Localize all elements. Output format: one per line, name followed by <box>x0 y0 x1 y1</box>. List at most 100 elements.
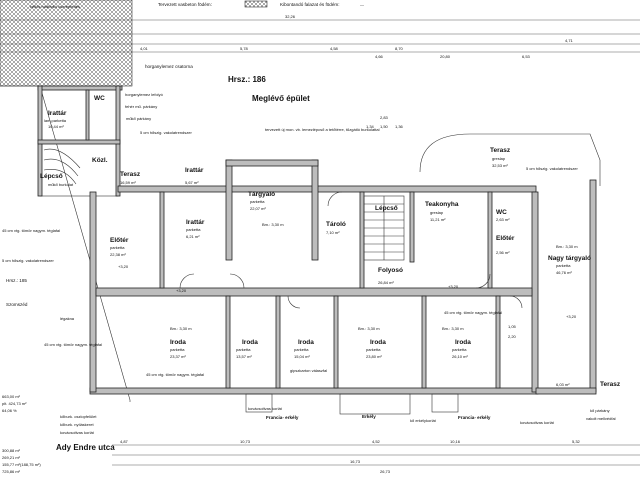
svg-text:tervezett új mon. vb. lemezlép: tervezett új mon. vb. lemezlépcső a tető… <box>265 127 380 132</box>
svg-text:Nagy tárgyaló: Nagy tárgyaló <box>548 255 591 262</box>
svg-text:6,21 m²: 6,21 m² <box>186 234 200 239</box>
site-boundary <box>0 85 131 402</box>
svg-text:Folyosó: Folyosó <box>378 267 403 274</box>
hrsz-186: Hrsz.: 186 <box>228 75 266 84</box>
svg-text:kőburk. oszlopfelület: kőburk. oszlopfelület <box>60 414 97 419</box>
svg-text:2,56 m²: 2,56 m² <box>496 250 510 255</box>
svg-text:plt. 424,73 m²: plt. 424,73 m² <box>2 401 27 406</box>
svg-text:22,38 m²: 22,38 m² <box>110 252 126 257</box>
svg-text:725,86 m²: 725,86 m² <box>2 469 21 474</box>
svg-text:Terasz: Terasz <box>490 147 511 154</box>
east-wall <box>531 191 539 393</box>
svg-text:Bm.: 3,30 m: Bm.: 3,30 m <box>358 326 380 331</box>
svg-text:Francia- erkély: Francia- erkély <box>266 415 299 420</box>
svg-text:Terasz: Terasz <box>600 381 621 388</box>
legend-blank: — <box>360 2 364 7</box>
svg-text:1,34: 1,34 <box>366 124 375 129</box>
legend-planned-floor: Tervezett vasbeton födém: <box>158 2 212 7</box>
dim-a: 4,01 <box>140 46 149 51</box>
svg-text:23,80 m²: 23,80 m² <box>366 354 382 359</box>
svg-text:légakna: légakna <box>60 316 75 321</box>
bottom-dimensions: 4,87 10,73 4,52 10,16 5,32 16,73 26,73 <box>112 439 640 474</box>
svg-text:Tároló: Tároló <box>326 221 346 228</box>
svg-text:WC: WC <box>94 95 105 102</box>
corridor-wall <box>95 287 533 297</box>
area-summary: 663,00 m² plt. 424,73 m² 64,06 % 300,88 … <box>2 394 41 474</box>
building-label: Meglévő épület <box>252 94 310 103</box>
door-swings <box>179 191 523 309</box>
svg-text:1,50: 1,50 <box>380 124 389 129</box>
svg-text:kovácsoltvas korlát: kovácsoltvas korlát <box>520 420 555 425</box>
dim-h: 6,53 <box>522 54 531 59</box>
top-dimensions: 32,26 4,01 5,78 4,58 8,70 4,71 4,66 20,8… <box>0 14 640 59</box>
svg-text:45 cm vtg. tömör nagym. téglaf: 45 cm vtg. tömör nagym. téglafal <box>146 372 204 377</box>
svg-text:26,73: 26,73 <box>380 469 391 474</box>
svg-text:5 cm hőszig. vakolatrendszer: 5 cm hőszig. vakolatrendszer <box>2 258 54 263</box>
svg-text:2,20: 2,20 <box>508 334 517 339</box>
north-wall <box>117 185 537 193</box>
svg-text:2,63 m²: 2,63 m² <box>496 217 510 222</box>
svg-text:kő erkélykorlát: kő erkélykorlát <box>410 418 437 423</box>
svg-text:Irattár: Irattár <box>48 110 67 117</box>
svg-text:45 cm vtg. tömör nagym. téglaf: 45 cm vtg. tömör nagym. téglafal <box>2 228 60 233</box>
svg-text:horganylemez lefolyó: horganylemez lefolyó <box>125 92 164 97</box>
dim-c: 4,58 <box>330 46 339 51</box>
svg-text:Terasz: Terasz <box>120 171 141 178</box>
svg-text:7,10 m²: 7,10 m² <box>326 230 340 235</box>
svg-text:Teakonyha: Teakonyha <box>425 201 459 208</box>
svg-text:Iroda: Iroda <box>370 339 386 346</box>
svg-text:10,44 m²: 10,44 m² <box>48 124 64 129</box>
svg-text:kovácsoltvas korlát: kovácsoltvas korlát <box>248 406 283 411</box>
svg-text:45 cm vtg. tömör nagym. téglaf: 45 cm vtg. tömör nagym. téglafal <box>444 310 502 315</box>
dim-g: 20,80 <box>440 54 451 59</box>
svg-text:11,21 m²: 11,21 m² <box>430 217 446 222</box>
svg-text:155,77 m²(188,75 m²): 155,77 m²(188,75 m²) <box>2 462 41 467</box>
svg-text:gipszkarton válaszfal: gipszkarton válaszfal <box>290 368 327 373</box>
svg-text:kovácsoltvas korlát: kovácsoltvas korlát <box>60 430 95 435</box>
svg-text:15,04 m²: 15,04 m² <box>294 354 310 359</box>
svg-text:1,05: 1,05 <box>508 324 517 329</box>
svg-text:Bm.: 3,30 m: Bm.: 3,30 m <box>262 222 284 227</box>
svg-text:663,00 m²: 663,00 m² <box>2 394 21 399</box>
svg-text:WC: WC <box>496 209 507 216</box>
balconies: Francia- erkély Erkély Francia- erkély <box>245 393 491 420</box>
svg-text:fehér mű. párkány: fehér mű. párkány <box>125 104 157 109</box>
svg-text:16,73: 16,73 <box>350 459 361 464</box>
svg-text:+3,20: +3,20 <box>448 284 459 289</box>
svg-text:Lépcső: Lépcső <box>40 173 63 180</box>
levels: +3,20 +3,20 +3,20 +3,20 <box>118 264 577 319</box>
svg-text:Tárgyaló: Tárgyaló <box>248 191 275 198</box>
svg-text:Előtér: Előtér <box>110 237 129 244</box>
svg-text:1,36: 1,36 <box>395 124 404 129</box>
svg-text:45 cm vtg. tömör nagym. téglaf: 45 cm vtg. tömör nagym. téglafal <box>44 342 102 347</box>
svg-text:10,16: 10,16 <box>450 439 461 444</box>
svg-text:parketta: parketta <box>236 347 251 352</box>
svg-text:32,53 m²: 32,53 m² <box>492 163 508 168</box>
svg-text:parketta: parketta <box>186 227 201 232</box>
dim-total: 32,26 <box>285 14 296 19</box>
svg-text:parketta: parketta <box>366 347 381 352</box>
svg-text:vakolt mellvédfal: vakolt mellvédfal <box>586 416 616 421</box>
svg-text:10,73: 10,73 <box>240 439 251 444</box>
svg-text:kőburk. nyíláskeret: kőburk. nyíláskeret <box>60 422 94 427</box>
svg-text:Irattár: Irattár <box>185 167 204 174</box>
svg-text:300,88 m²: 300,88 m² <box>2 448 21 453</box>
svg-text:5,32: 5,32 <box>572 439 581 444</box>
svg-text:Előtér: Előtér <box>496 235 515 242</box>
existing-roof-hatch <box>0 0 133 87</box>
svg-text:269,21 m²: 269,21 m² <box>2 455 21 460</box>
svg-text:4,87: 4,87 <box>120 439 129 444</box>
main-stairs <box>363 195 405 261</box>
svg-text:parketta: parketta <box>250 199 265 204</box>
room-labels: Irattár lam.parketta 10,44 m² WC Közl. L… <box>40 95 621 388</box>
dim-d: 8,70 <box>395 46 404 51</box>
legend-removed-wall: Kibontandó falazat és födém: <box>280 2 340 7</box>
svg-text:5 cm hőszig. vakolatrendszer: 5 cm hőszig. vakolatrendszer <box>140 130 192 135</box>
svg-text:Bm.: 3,30 m: Bm.: 3,30 m <box>442 326 464 331</box>
svg-text:Bm.: 3,30 m: Bm.: 3,30 m <box>170 326 192 331</box>
svg-text:2,83: 2,83 <box>380 115 389 120</box>
svg-text:Bm.: 3,30 m: Bm.: 3,30 m <box>556 244 578 249</box>
svg-text:5,67 m²: 5,67 m² <box>185 180 199 185</box>
stair-dimensions: 2,83 1,34 1,50 1,36 2,20 1,05 <box>366 115 517 339</box>
svg-text:Közl.: Közl. <box>92 157 108 164</box>
